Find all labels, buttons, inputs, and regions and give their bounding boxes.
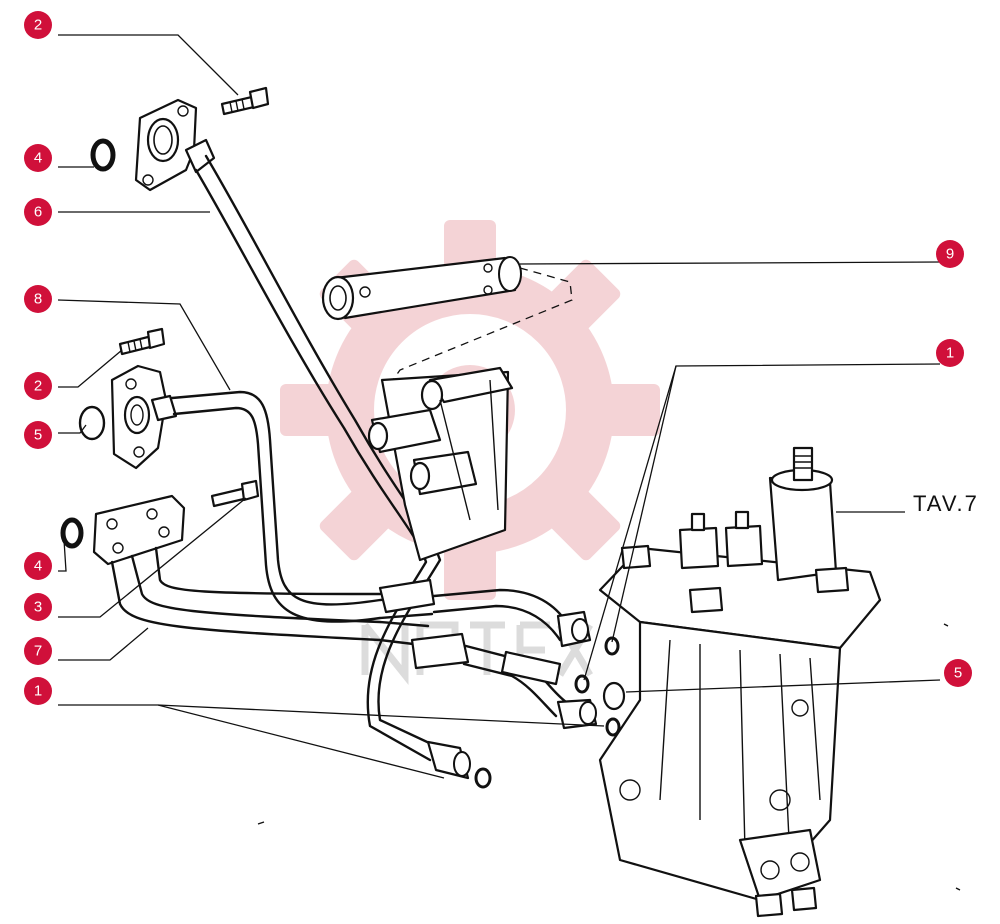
- bolt-part-2-middle: [118, 327, 166, 356]
- valve-block: [367, 366, 514, 562]
- callout-7: 7: [24, 637, 52, 665]
- table-label: TAV.7: [913, 491, 979, 516]
- callout-2-top: 2: [24, 11, 52, 39]
- svg-text:1: 1: [946, 345, 954, 362]
- svg-text:5: 5: [34, 427, 42, 444]
- o-ring-part-5-right: [602, 681, 626, 711]
- svg-text:3: 3: [34, 599, 42, 616]
- callout-8: 8: [24, 285, 52, 313]
- svg-text:7: 7: [34, 643, 42, 660]
- callout-9: 9: [936, 240, 964, 268]
- callout-4-bottom: 4: [24, 552, 52, 580]
- o-ring-part-4-bottom: [60, 517, 84, 549]
- pipe-part-7: [92, 494, 621, 737]
- o-ring-part-4-top: [90, 138, 116, 172]
- svg-text:1: 1: [34, 683, 42, 700]
- svg-text:5: 5: [954, 665, 962, 682]
- nut-part-1-a: [604, 636, 620, 656]
- svg-text:4: 4: [34, 150, 42, 167]
- svg-text:4: 4: [34, 558, 42, 575]
- pipe-part-8: [110, 364, 592, 648]
- callout-1-left: 1: [24, 677, 52, 705]
- callout-1-right: 1: [936, 339, 964, 367]
- callout-3: 3: [24, 593, 52, 621]
- callout-5-left: 5: [24, 421, 52, 449]
- callout-6: 6: [24, 198, 52, 226]
- sleeve-part-9: [321, 256, 573, 385]
- svg-text:2: 2: [34, 378, 42, 395]
- bolt-part-2-lower: [210, 479, 260, 508]
- svg-text:2: 2: [34, 17, 42, 34]
- callout-4-top: 4: [24, 144, 52, 172]
- nut-part-1-b: [574, 674, 590, 694]
- callout-5-right: 5: [944, 659, 972, 687]
- svg-text:6: 6: [34, 204, 42, 221]
- o-ring-part-5-left: [78, 405, 106, 441]
- svg-text:8: 8: [34, 291, 42, 308]
- svg-text:9: 9: [946, 246, 954, 263]
- callout-2-middle: 2: [24, 372, 52, 400]
- injection-pump-body: [598, 446, 882, 918]
- callout-badges: 2 4 6 8 2 5 4 3 7 1 9 1 5: [24, 11, 972, 705]
- leader-lines: [57, 34, 941, 779]
- bolt-part-2-top: [220, 86, 270, 116]
- pipe-part-6: [134, 98, 492, 789]
